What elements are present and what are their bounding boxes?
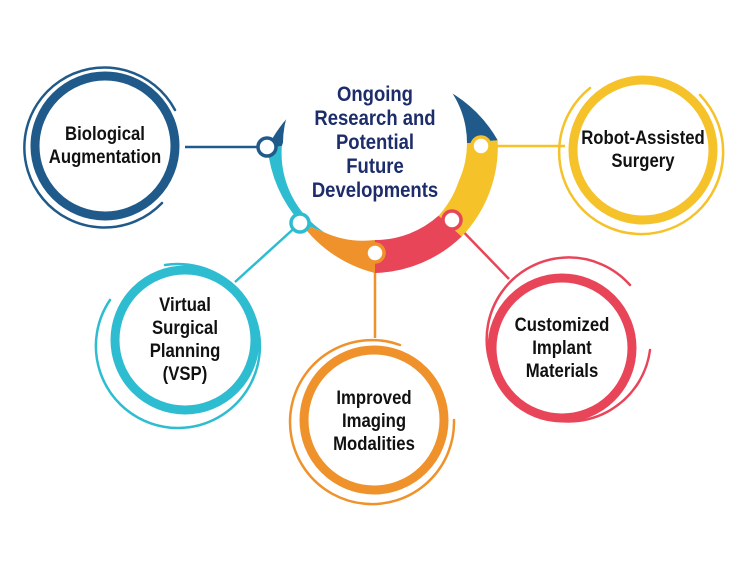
hub-segment-red (375, 215, 462, 273)
node-label-vsp: Virtual Surgical Planning (VSP) (149, 295, 221, 385)
junction-dot-imaging (364, 242, 386, 264)
hub-segment-teal (267, 146, 325, 233)
hub-inner-circle (283, 51, 467, 235)
node-implant-ring (487, 273, 637, 423)
node-biological-outer-arc (23, 66, 177, 229)
junction-dot-biological (256, 136, 278, 158)
junction-dot-implant (441, 209, 463, 231)
node-vsp-ring (110, 265, 260, 415)
hub-title: Ongoing Research and Potential Future De… (311, 83, 439, 202)
node-label-imaging: Improved Imaging Modalities (333, 387, 415, 455)
node-label-implant: Customized Implant Materials (514, 314, 610, 382)
node-biological (23, 66, 180, 229)
node-imaging-outer-arc (288, 338, 456, 506)
node-robot (557, 75, 725, 236)
node-robot-outer-arc (557, 86, 725, 236)
node-implant (485, 256, 652, 423)
node-label-robot: Robot-Assisted Surgery (581, 128, 705, 172)
node-biological-ring (30, 71, 180, 221)
node-imaging (288, 338, 456, 506)
junction-dot-vsp (289, 212, 311, 234)
connector-vsp (234, 222, 301, 283)
node-vsp (94, 262, 262, 430)
ring-junction-dots (256, 135, 492, 264)
node-label-biological: Biological Augmentation (48, 124, 162, 168)
node-imaging-ring (299, 345, 449, 495)
hub-segment-orange (301, 223, 375, 273)
node-robot-ring (568, 75, 718, 225)
junction-dot-robot (470, 135, 492, 157)
